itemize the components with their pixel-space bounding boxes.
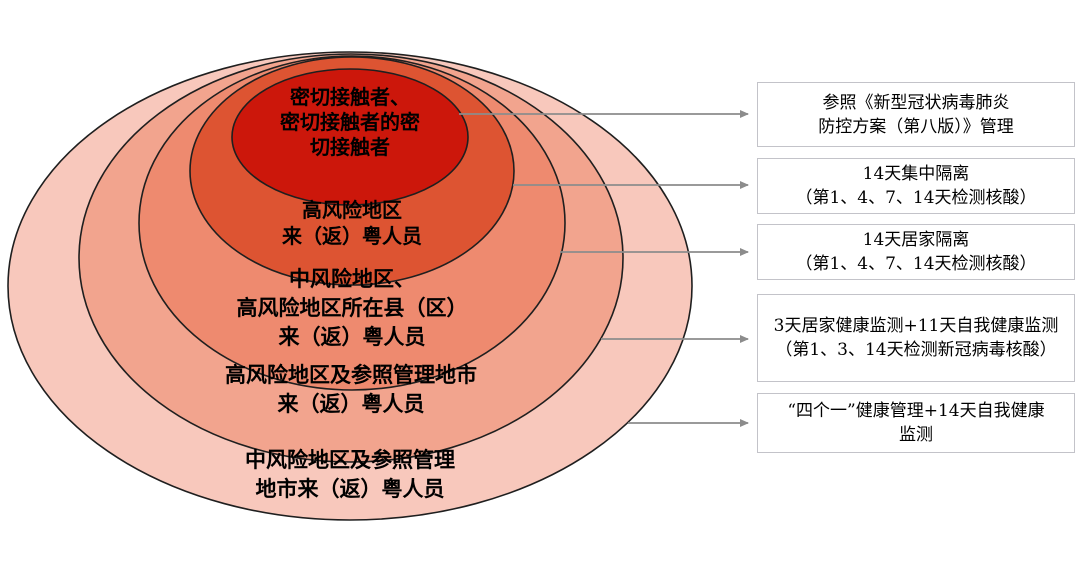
measure-box-line: 3天居家健康监测+11天自我健康监测 [773,316,1059,336]
measure-box-four-ones-health-management: “四个一”健康管理+14天自我健康 监测 [757,393,1075,453]
measure-box-line: （第1、4、7、14天检测核酸） [795,188,1037,208]
measure-box-home-health-monitoring: 3天居家健康监测+11天自我健康监测 （第1、3、14天检测新冠病毒核酸） [757,294,1075,382]
measure-box-line: 参照《新型冠状病毒肺炎 [822,92,1010,113]
measure-box-line: 防控方案（第八版）》管理 [818,116,1014,137]
measure-box-centralized-quarantine: 14天集中隔离 （第1、4、7、14天检测核酸） [757,158,1075,214]
measure-box-line: “四个一”健康管理+14天自我健康 [787,401,1045,421]
measure-box-line: （第1、3、14天检测新冠病毒核酸） [775,340,1057,360]
measure-box-line: （第1、4、7、14天检测核酸） [795,254,1037,274]
measure-box-line: 14天居家隔离 [862,230,970,250]
measure-box-home-quarantine: 14天居家隔离 （第1、4、7、14天检测核酸） [757,224,1075,280]
measure-box-line: 14天集中隔离 [862,164,970,184]
measure-box-line: 监测 [899,425,933,445]
measure-box-eighth-edition-management: 参照《新型冠状病毒肺炎 防控方案（第八版）》管理 [757,82,1075,147]
ring-ellipse-close-contacts [231,68,469,206]
